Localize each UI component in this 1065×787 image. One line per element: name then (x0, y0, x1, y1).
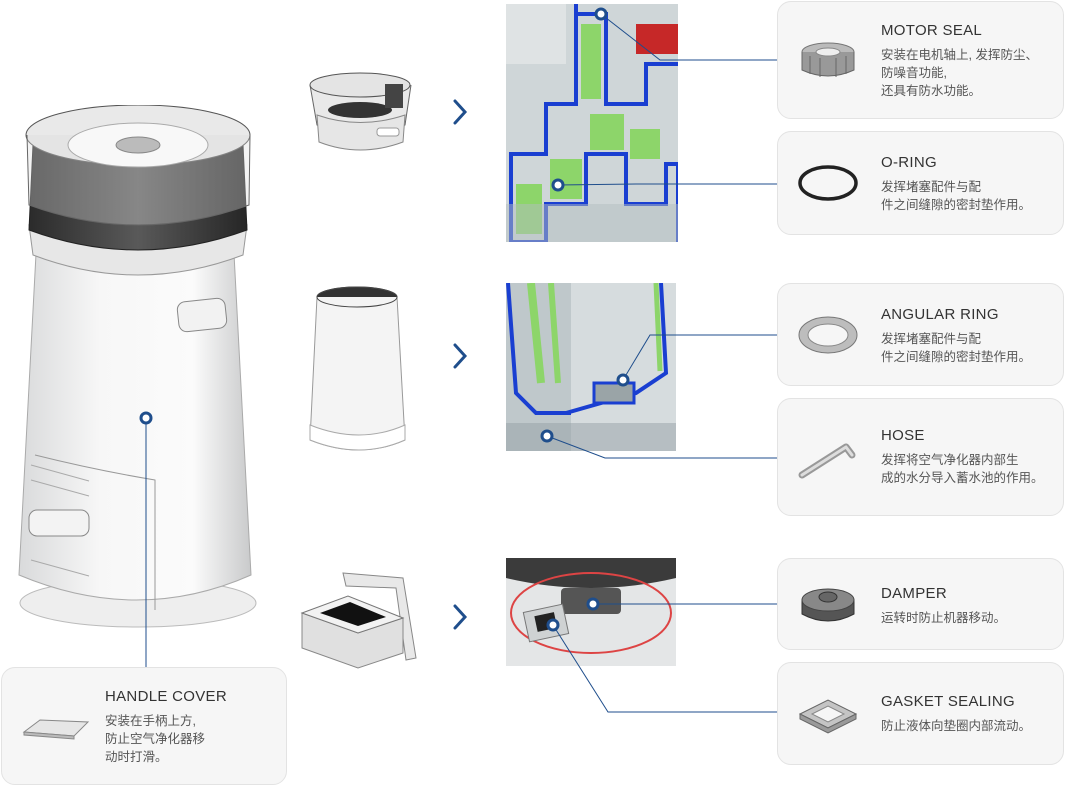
motor-section-cutaway-image (506, 4, 678, 242)
water-tank-part-illustration (300, 572, 417, 669)
air-purifier-illustration (18, 105, 257, 628)
hose-card: HOSE 发挥将空气净化器内部生 成的水分导入蓄水池的作用。 (777, 398, 1064, 516)
callout-dot (586, 597, 600, 611)
damper-card: DAMPER 运转时防止机器移动。 (777, 558, 1064, 650)
chevron-right-icon (453, 343, 468, 369)
damper-title: DAMPER (881, 585, 947, 602)
motor-seal-icon (801, 42, 855, 77)
motor-seal-card: MOTOR SEAL 安装在电机轴上, 发挥防尘、 防噪音功能, 还具有防水功能… (777, 1, 1064, 119)
hose-icon (798, 443, 856, 479)
damper-desc: 运转时防止机器移动。 (881, 611, 1007, 625)
o-ring-desc: 发挥堵塞配件与配 件之间缝隙的密封垫作用。 (881, 180, 1032, 212)
callout-dot (546, 618, 560, 632)
gasket-sealing-title: GASKET SEALING (881, 693, 1015, 710)
o-ring-icon (798, 165, 858, 201)
callout-dot (551, 178, 565, 192)
handle-cover-icon (22, 719, 90, 740)
top-cover-part-illustration (309, 72, 412, 151)
callout-dot (616, 373, 630, 387)
damper-icon (801, 588, 855, 622)
angular-ring-desc: 发挥堵塞配件与配 件之间缝隙的密封垫作用。 (881, 332, 1032, 364)
o-ring-title: O-RING (881, 154, 937, 171)
angular-ring-icon (798, 316, 858, 353)
o-ring-card: O-RING 发挥堵塞配件与配 件之间缝隙的密封垫作用。 (777, 131, 1064, 235)
callout-dot (540, 429, 554, 443)
handle-cover-desc: 安装在手柄上方, 防止空气净化器移 动时打滑。 (105, 714, 206, 764)
base-section-image (506, 558, 676, 666)
chevron-right-icon (453, 99, 468, 125)
gasket-sealing-card: GASKET SEALING 防止液体向垫圈内部流动。 (777, 662, 1064, 765)
body-shell-part-illustration (309, 286, 406, 451)
callout-dot (139, 411, 153, 425)
chevron-right-icon (453, 604, 468, 630)
gasket-sealing-desc: 防止液体向垫圈内部流动。 (881, 719, 1032, 733)
angular-ring-card: ANGULAR RING 发挥堵塞配件与配 件之间缝隙的密封垫作用。 (777, 283, 1064, 386)
hose-title: HOSE (881, 427, 925, 444)
hose-desc: 发挥将空气净化器内部生 成的水分导入蓄水池的作用。 (881, 453, 1044, 485)
handle-cover-title: HANDLE COVER (105, 688, 227, 705)
motor-seal-title: MOTOR SEAL (881, 22, 983, 39)
gasket-icon (798, 698, 858, 734)
motor-seal-desc: 安装在电机轴上, 发挥防尘、 防噪音功能, 还具有防水功能。 (881, 48, 1038, 98)
callout-dot (594, 7, 608, 21)
tank-section-cutaway-image (506, 283, 676, 451)
angular-ring-title: ANGULAR RING (881, 306, 999, 323)
handle-cover-card: HANDLE COVER 安装在手柄上方, 防止空气净化器移 动时打滑。 (1, 667, 287, 785)
